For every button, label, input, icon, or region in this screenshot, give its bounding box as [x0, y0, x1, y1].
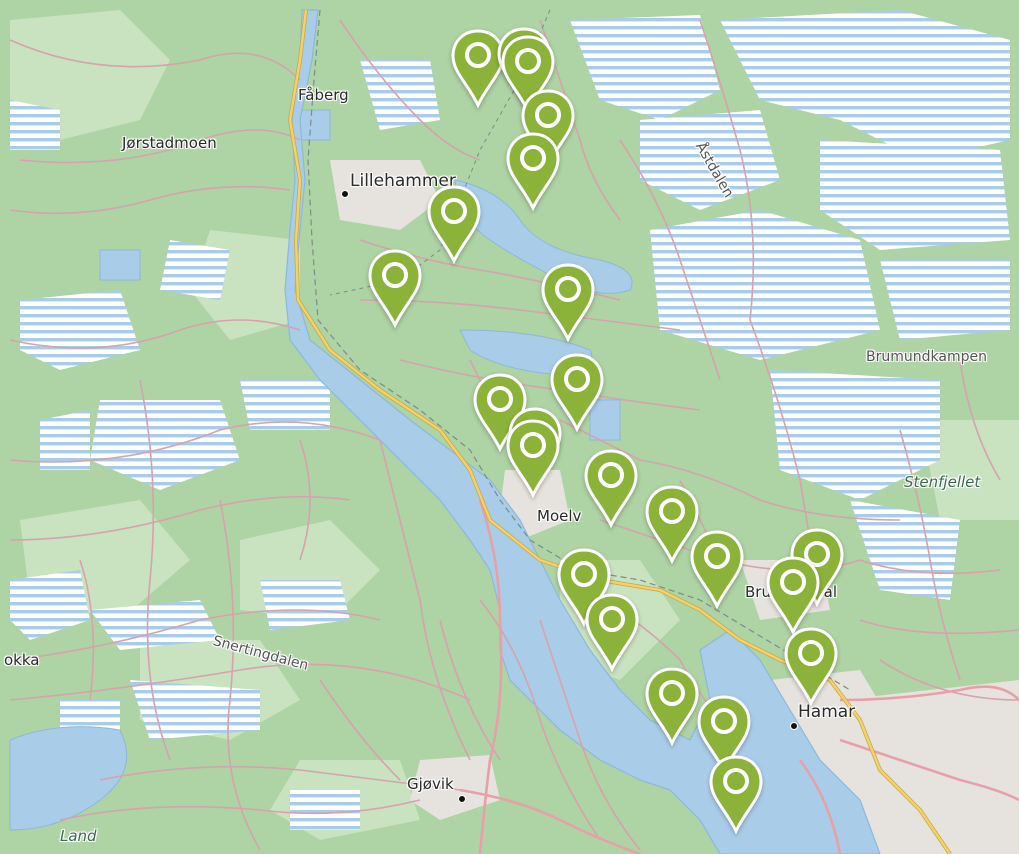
map-pin-icon[interactable] [549, 352, 605, 432]
map-pin-icon[interactable] [689, 529, 745, 609]
map-pin-icon[interactable] [584, 592, 640, 672]
map-pin-icon[interactable] [789, 527, 845, 607]
map-pin-icon[interactable] [644, 666, 700, 746]
place-label-okka: okka [4, 651, 40, 669]
railway [307, 9, 851, 691]
area-label-land: Land [60, 827, 97, 845]
place-label-brumundkampen: Brumundkampen [866, 349, 987, 365]
place-label-hamar: Hamar [798, 702, 856, 722]
map-pin-icon[interactable] [783, 626, 839, 706]
map-pin-icon[interactable] [556, 547, 612, 627]
map-pin-icon[interactable] [472, 372, 528, 452]
map-pin-icon[interactable] [644, 484, 700, 564]
city-dot-hamar [790, 722, 798, 730]
city-dot-gjovik [458, 795, 466, 803]
place-label-gjovik: Gjøvik [407, 775, 454, 793]
map-pin-icon[interactable] [765, 555, 821, 635]
place-label-faberg: Fåberg [298, 86, 349, 104]
city-dot-lillehammer [341, 190, 349, 198]
map-pin-icon[interactable] [540, 262, 596, 342]
place-label-lillehammer: Lillehammer [350, 171, 456, 191]
map-pin-icon[interactable] [708, 754, 764, 834]
lake-mjosa [284, 9, 881, 854]
place-label-jorstadmoen: Jørstadmoen [122, 134, 217, 152]
place-label-moelv: Moelv [537, 507, 582, 525]
map-pin-icon[interactable] [426, 184, 482, 264]
map-pin-icon[interactable] [367, 248, 423, 328]
map-pin-icon[interactable] [505, 131, 561, 211]
map-pin-icon[interactable] [505, 418, 561, 498]
major-roads [459, 499, 1019, 854]
map-pin-icon[interactable] [583, 448, 639, 528]
wetland-areas [10, 10, 1010, 830]
hill-label-stenfjellet: Stenfjellet [904, 473, 981, 491]
